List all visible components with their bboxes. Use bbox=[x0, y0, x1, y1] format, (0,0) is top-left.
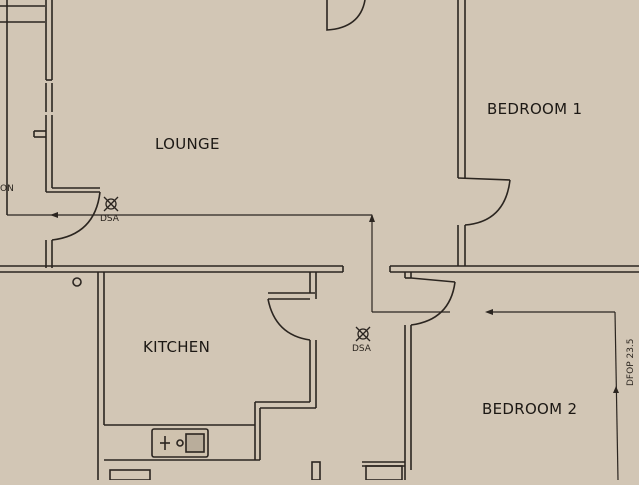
fixture-bottom bbox=[311, 461, 321, 481]
arrow-left-icon bbox=[50, 212, 58, 218]
dsa-label: DSA bbox=[352, 344, 371, 354]
bath-icon bbox=[365, 465, 403, 481]
wall-hall-bedroom2 bbox=[362, 272, 456, 480]
wall-lounge-left bbox=[33, 0, 100, 268]
wall-kitchen bbox=[97, 272, 317, 480]
door-swing-hall bbox=[410, 281, 456, 326]
unit-bottom-left bbox=[109, 469, 151, 481]
arrow-up-icon bbox=[613, 386, 619, 393]
dsa-label: DSA bbox=[100, 214, 119, 224]
guide-lines bbox=[7, 214, 619, 481]
room-label-bedroom2: BEDROOM 2 bbox=[482, 400, 578, 418]
room-label-bedroom1: BEDROOM 1 bbox=[487, 100, 583, 118]
room-label-kitchen: KITCHEN bbox=[143, 338, 211, 356]
wall-lounge-bottom bbox=[0, 265, 639, 273]
sink-icon bbox=[151, 428, 209, 458]
outlet-icon bbox=[72, 277, 82, 287]
smoke-detector-icon bbox=[355, 326, 371, 342]
arrow-up-icon bbox=[369, 214, 375, 222]
edge-text: ON bbox=[0, 184, 14, 194]
dimension-note: DFOP 23.5 bbox=[626, 338, 636, 386]
smoke-detector-icon bbox=[103, 196, 119, 212]
stair-lines bbox=[0, 0, 45, 215]
arrow-left-icon bbox=[485, 309, 493, 315]
wall-lounge-bedroom1 bbox=[457, 0, 511, 266]
room-label-lounge: LOUNGE bbox=[155, 135, 220, 153]
door-swing-kitchen bbox=[267, 298, 311, 341]
door-swing-top bbox=[326, 0, 366, 31]
door-swing-left bbox=[51, 191, 101, 241]
door-swing-bedroom1 bbox=[464, 179, 511, 226]
